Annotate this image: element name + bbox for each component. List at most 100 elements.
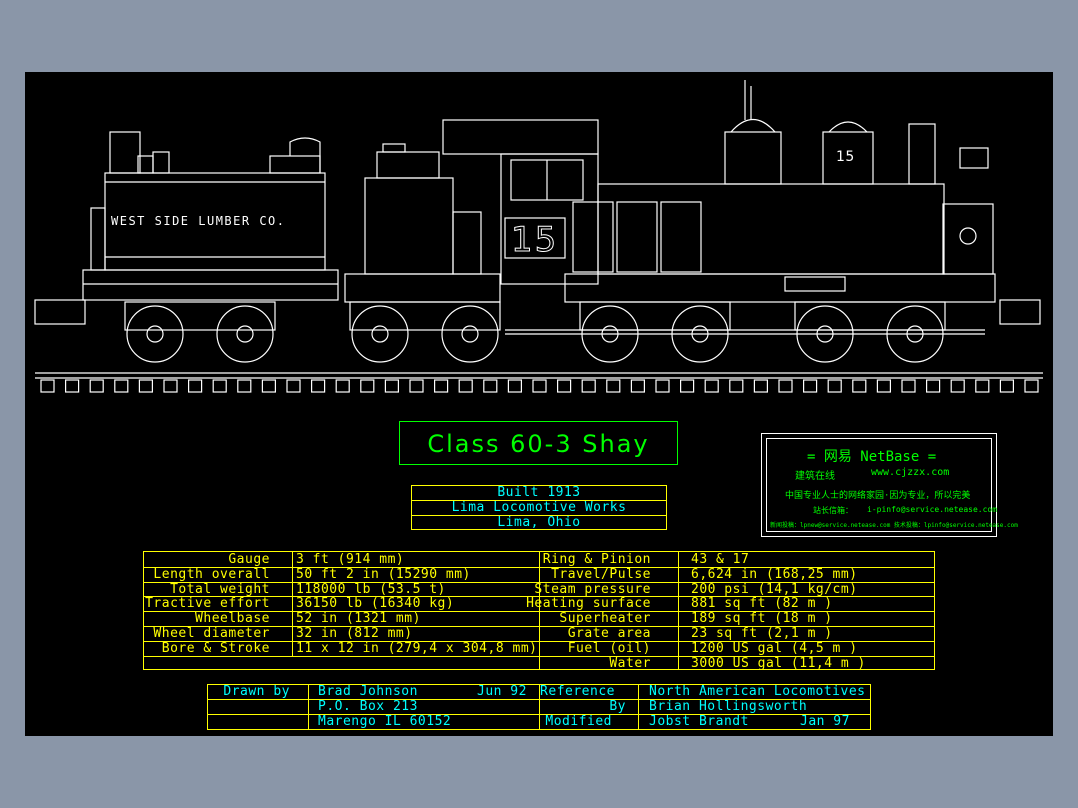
rail-tie [1024, 379, 1039, 393]
drawn-by-label: Drawn by [223, 684, 290, 699]
drawn-date: Jun 92 [477, 684, 527, 699]
rail-tie [384, 379, 399, 393]
rail-tie [901, 379, 916, 393]
rail-tie [261, 379, 276, 393]
address-line-2: Marengo IL 60152 [318, 714, 452, 729]
title-box: Class 60-3 Shay [399, 421, 678, 465]
spec-left-label: Tractive effort [145, 596, 270, 611]
sand-dome [822, 131, 874, 185]
spec-right-value: 43 & 17 [691, 552, 750, 567]
netbase-stamp-inner: = 网易 NetBase = 建筑在线 www.cjzzx.com 中国专业人士… [766, 438, 1018, 532]
spec-right-label: Grate area [567, 626, 651, 641]
rail-tie [679, 379, 695, 393]
modified-label: Modified [545, 714, 612, 729]
spec-right-value: 200 psi (14,1 kg/cm) [691, 582, 858, 597]
builder-location: Lima, Ohio [497, 515, 581, 530]
modified-date: Jan 97 [800, 714, 850, 729]
rail-tie [950, 379, 965, 393]
reference-label: Reference [540, 684, 615, 699]
steam-dome [724, 131, 782, 185]
rail-tie [507, 379, 522, 393]
spec-left-value: 32 in (812 mm) [296, 626, 413, 641]
drawn-by-name: Brad Johnson [318, 684, 418, 699]
spec-right-value: 23 sq ft (2,1 m ) [691, 626, 833, 641]
wheel [796, 305, 854, 363]
truck-frame [124, 301, 276, 331]
rail-tie [64, 379, 80, 393]
rail-tie [704, 379, 719, 393]
builder-year: Built 1913 [497, 485, 581, 500]
truck-frame [349, 301, 501, 331]
wheel [351, 305, 409, 363]
wheel [216, 305, 274, 363]
spec-left-value: 36150 lb (16340 kg) [296, 596, 455, 611]
truck-frame [579, 301, 731, 331]
spec-right-label: Travel/Pulse [551, 567, 651, 582]
netbase-site-url: www.cjzzx.com [871, 467, 950, 478]
rail-tie [237, 379, 252, 393]
builder-box: Built 1913 Lima Locomotive Works Lima, O… [411, 485, 667, 530]
address-line-1: P.O. Box 213 [318, 699, 418, 714]
rail-ties [40, 379, 1039, 393]
spec-left-value: 118000 lb (53.5 t) [296, 582, 446, 597]
netbase-contact: 新闻投稿：lpnew@service.netease.com 技术投稿：lpin… [770, 522, 1018, 529]
spec-left-value: 52 in (1321 mm) [296, 611, 421, 626]
rail-tie [581, 379, 596, 393]
rail-tie [753, 379, 769, 393]
wheel [671, 305, 729, 363]
spec-left-label: Length overall [153, 567, 270, 582]
builder-company: Lima Locomotive Works [451, 500, 627, 515]
rail-tie [163, 379, 178, 393]
drawing-title: Class 60-3 Shay [427, 430, 650, 458]
rail-tie [606, 379, 621, 393]
drawing-sheet: WEST SIDE LUMBER CO. 15 15 Class 60-3 Sh… [25, 72, 1053, 736]
spec-right-value: 3000 US gal (11,4 m ) [691, 656, 866, 671]
netbase-title: = 网易 NetBase = [807, 449, 937, 465]
loco-frame [564, 273, 996, 303]
rail-tie [212, 379, 227, 393]
tender-lettering: WEST SIDE LUMBER CO. [111, 214, 286, 228]
rail-tie [188, 379, 203, 393]
rail-tie [114, 379, 129, 393]
spec-left-label: Bore & Stroke [161, 641, 270, 656]
reference-value: North American Locomotives [649, 684, 866, 699]
rail-tie [483, 379, 498, 393]
rail-tie [89, 379, 104, 393]
wheel [441, 305, 499, 363]
rail-tie [532, 379, 547, 393]
rail-tie [311, 379, 326, 393]
spec-left-label: Wheel diameter [153, 626, 270, 641]
dome-number: 15 [836, 149, 855, 165]
tender-frame [82, 269, 339, 301]
spec-right-label: Ring & Pinion [542, 552, 651, 567]
by-label: By [609, 699, 626, 714]
rail-tie [827, 379, 842, 393]
rail-tie [925, 379, 941, 393]
spec-left-value: 3 ft (914 mm) [296, 552, 405, 567]
netbase-slogan: 中国专业人士的网络家园·因为专业，所以完美 [785, 491, 971, 501]
rail-tie [802, 379, 818, 393]
wheel [126, 305, 184, 363]
rail-tie [138, 379, 154, 393]
rail-tie [335, 379, 350, 393]
smokebox [942, 203, 994, 275]
rail-tie [975, 379, 990, 393]
rail-tie [556, 379, 572, 393]
boiler [597, 183, 945, 275]
netbase-site-name: 建筑在线 [795, 471, 835, 482]
spec-right-label: Fuel (oil) [567, 641, 651, 656]
wheel [886, 305, 944, 363]
rail-tie [778, 379, 793, 393]
spec-right-value: 881 sq ft (82 m ) [691, 596, 833, 611]
headlight [959, 147, 989, 169]
cab-roof [442, 119, 599, 155]
trucks [124, 301, 946, 363]
rail-tie [852, 379, 867, 393]
rail-tie [360, 379, 375, 393]
credits-table: Drawn by Brad Johnson Jun 92 P.O. Box 21… [207, 684, 871, 730]
cab-number: 15 [510, 220, 559, 260]
spec-right-label: Superheater [559, 611, 651, 626]
rail-tie [630, 379, 646, 393]
netbase-mail-label: 站长信箱： [813, 506, 853, 515]
